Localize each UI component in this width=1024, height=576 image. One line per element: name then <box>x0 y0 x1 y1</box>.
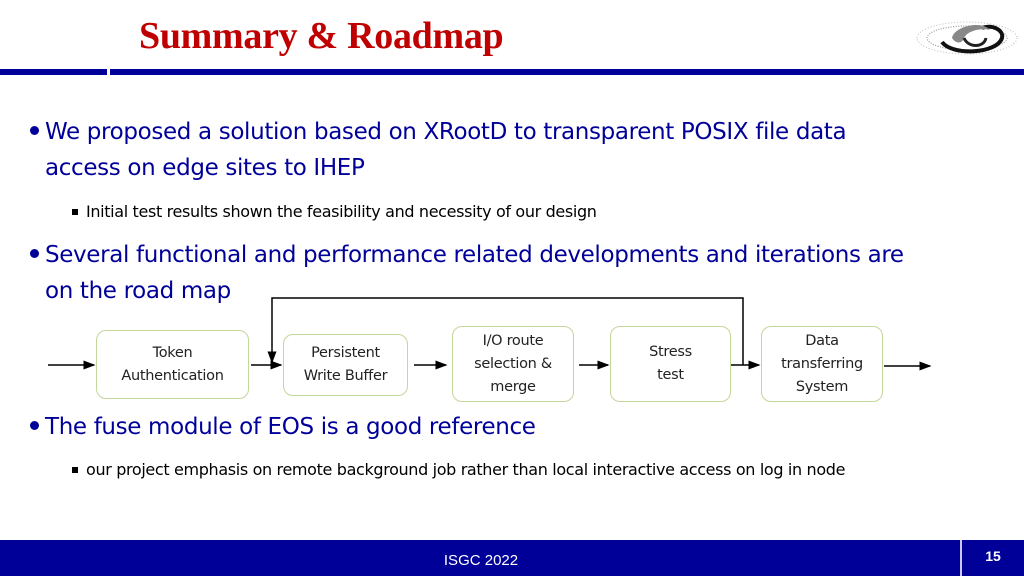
step-label: Token Authentication <box>121 344 224 384</box>
page-number: 15 <box>985 548 1001 564</box>
slide-title: Summary & Roadmap <box>139 15 504 57</box>
footer-bar <box>0 540 1024 576</box>
step-label: Data transferring System <box>781 332 863 395</box>
bullet-2-line-2: on the road map <box>45 278 231 304</box>
bullet-3: The fuse module of EOS is a good referen… <box>30 409 536 445</box>
sub-bullet-3-text: our project emphasis on remote backgroun… <box>86 460 846 479</box>
bullet-1: We proposed a solution based on XRootD t… <box>30 114 847 186</box>
footer-conference: ISGC 2022 <box>443 551 519 569</box>
bullet-dot-icon <box>30 126 39 135</box>
sub-bullet-1: Initial test results shown the feasibili… <box>72 200 597 224</box>
header-rule-right <box>110 69 1024 75</box>
bullet-dot-icon <box>30 421 39 430</box>
bullet-dot-icon <box>30 249 39 258</box>
footer-divider <box>960 540 962 576</box>
roadmap-step-stress-test: Stress test <box>610 326 731 402</box>
roadmap-step-data-transferring-system: Data transferring System <box>761 326 883 402</box>
square-bullet-icon <box>72 466 78 473</box>
sub-bullet-3: our project emphasis on remote backgroun… <box>72 458 845 482</box>
step-label: Persistent Write Buffer <box>303 345 388 384</box>
ihep-logo-icon <box>916 21 1018 55</box>
bullet-1-line-1: We proposed a solution based on XRootD t… <box>45 119 847 145</box>
roadmap-step-persistent-write-buffer: Persistent Write Buffer <box>283 334 408 396</box>
bullet-1-line-2: access on edge sites to IHEP <box>45 155 365 181</box>
bullet-2-line-1: Several functional and performance relat… <box>45 242 904 268</box>
bullet-2: Several functional and performance relat… <box>30 237 904 309</box>
roadmap-step-io-route-selection: I/O route selection & merge <box>452 326 574 402</box>
step-label: Stress test <box>649 344 692 383</box>
step-label: I/O route selection & merge <box>474 332 552 395</box>
header-rule-left <box>0 69 107 75</box>
bullet-3-line-1: The fuse module of EOS is a good referen… <box>45 414 536 440</box>
square-bullet-icon <box>72 208 78 215</box>
sub-bullet-1-text: Initial test results shown the feasibili… <box>86 202 597 221</box>
roadmap-step-token-authentication: Token Authentication <box>96 330 249 399</box>
